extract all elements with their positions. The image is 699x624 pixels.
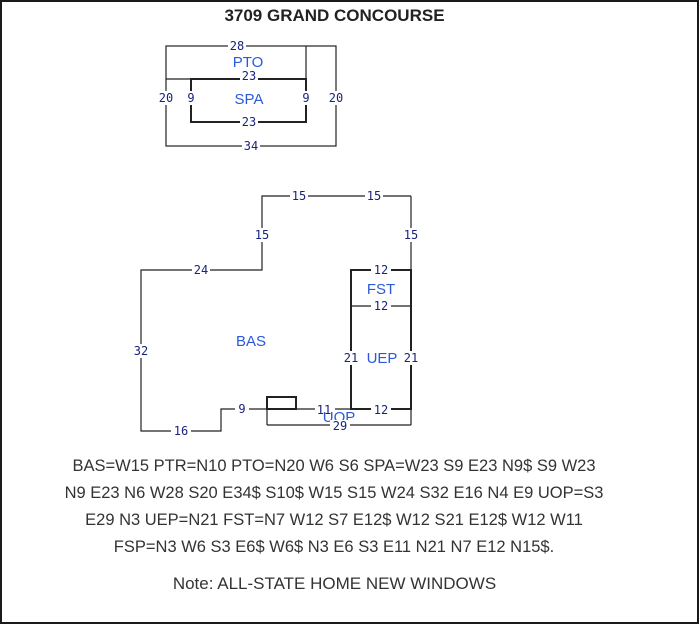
dim-bas-left: 32 — [134, 344, 148, 358]
area-label-bas: BAS — [236, 333, 266, 350]
dim-uep-left: 21 — [344, 351, 358, 365]
dim-uop-top: 11 — [317, 403, 331, 417]
dim-bas-top-mid: 15 — [292, 189, 306, 203]
dim-pto-bottom: 34 — [244, 139, 258, 153]
dim-pto-top: 28 — [230, 39, 244, 53]
pto-spa-figure: 28 PTO 23 20 9 SPA 9 20 23 34 — [157, 39, 345, 153]
dim-fst-top: 12 — [374, 263, 388, 277]
dim-bas-bottom-step: 9 — [238, 402, 245, 416]
area-label-spa: SPA — [235, 91, 264, 108]
description-line: FSP=N3 W6 S3 E6$ W6$ N3 E6 S3 E11 N21 N7… — [113, 538, 555, 556]
area-label-pto: PTO — [233, 54, 264, 71]
dim-fst-bottom: 12 — [374, 299, 388, 313]
area-label-uep: UEP — [367, 350, 398, 367]
page-title: 3709 GRAND CONCOURSE — [224, 6, 445, 25]
description-line: E29 N3 UEP=N21 FST=N7 W12 S7 E12$ W12 S2… — [85, 511, 583, 529]
dim-bas-bottom-left: 16 — [174, 424, 188, 438]
dim-bas-right-upper: 15 — [404, 228, 418, 242]
dim-bas-top-right: 15 — [367, 189, 381, 203]
dim-spa-bottom: 23 — [242, 115, 256, 129]
bas-figure: 15 15 15 15 24 12 FST 12 32 BAS 21 UEP 2… — [132, 189, 420, 438]
dim-spa-right: 9 — [302, 91, 309, 105]
fsp-outline — [266, 396, 297, 410]
area-label-fst: FST — [367, 281, 395, 298]
bas-outline — [140, 195, 411, 432]
note-text: Note: ALL-STATE HOME NEW WINDOWS — [172, 574, 497, 593]
dim-pto-left: 20 — [159, 91, 173, 105]
dim-uop-bottom: 29 — [333, 419, 347, 433]
dim-bas-step-horizontal: 24 — [194, 263, 208, 277]
dim-bas-step-vertical: 15 — [255, 228, 269, 242]
dim-uep-right: 21 — [404, 351, 418, 365]
dim-spa-left: 9 — [187, 91, 194, 105]
description-line: N9 E23 N6 W28 S20 E34$ S10$ W15 S15 W24 … — [64, 484, 604, 502]
description-line: BAS=W15 PTR=N10 PTO=N20 W6 S6 SPA=W23 S9… — [72, 457, 596, 475]
sketch-description: BAS=W15 PTR=N10 PTO=N20 W6 S6 SPA=W23 S9… — [14, 453, 654, 561]
dim-uep-bottom: 12 — [374, 403, 388, 417]
dim-spa-top: 23 — [242, 69, 256, 83]
dim-pto-right: 20 — [329, 91, 343, 105]
